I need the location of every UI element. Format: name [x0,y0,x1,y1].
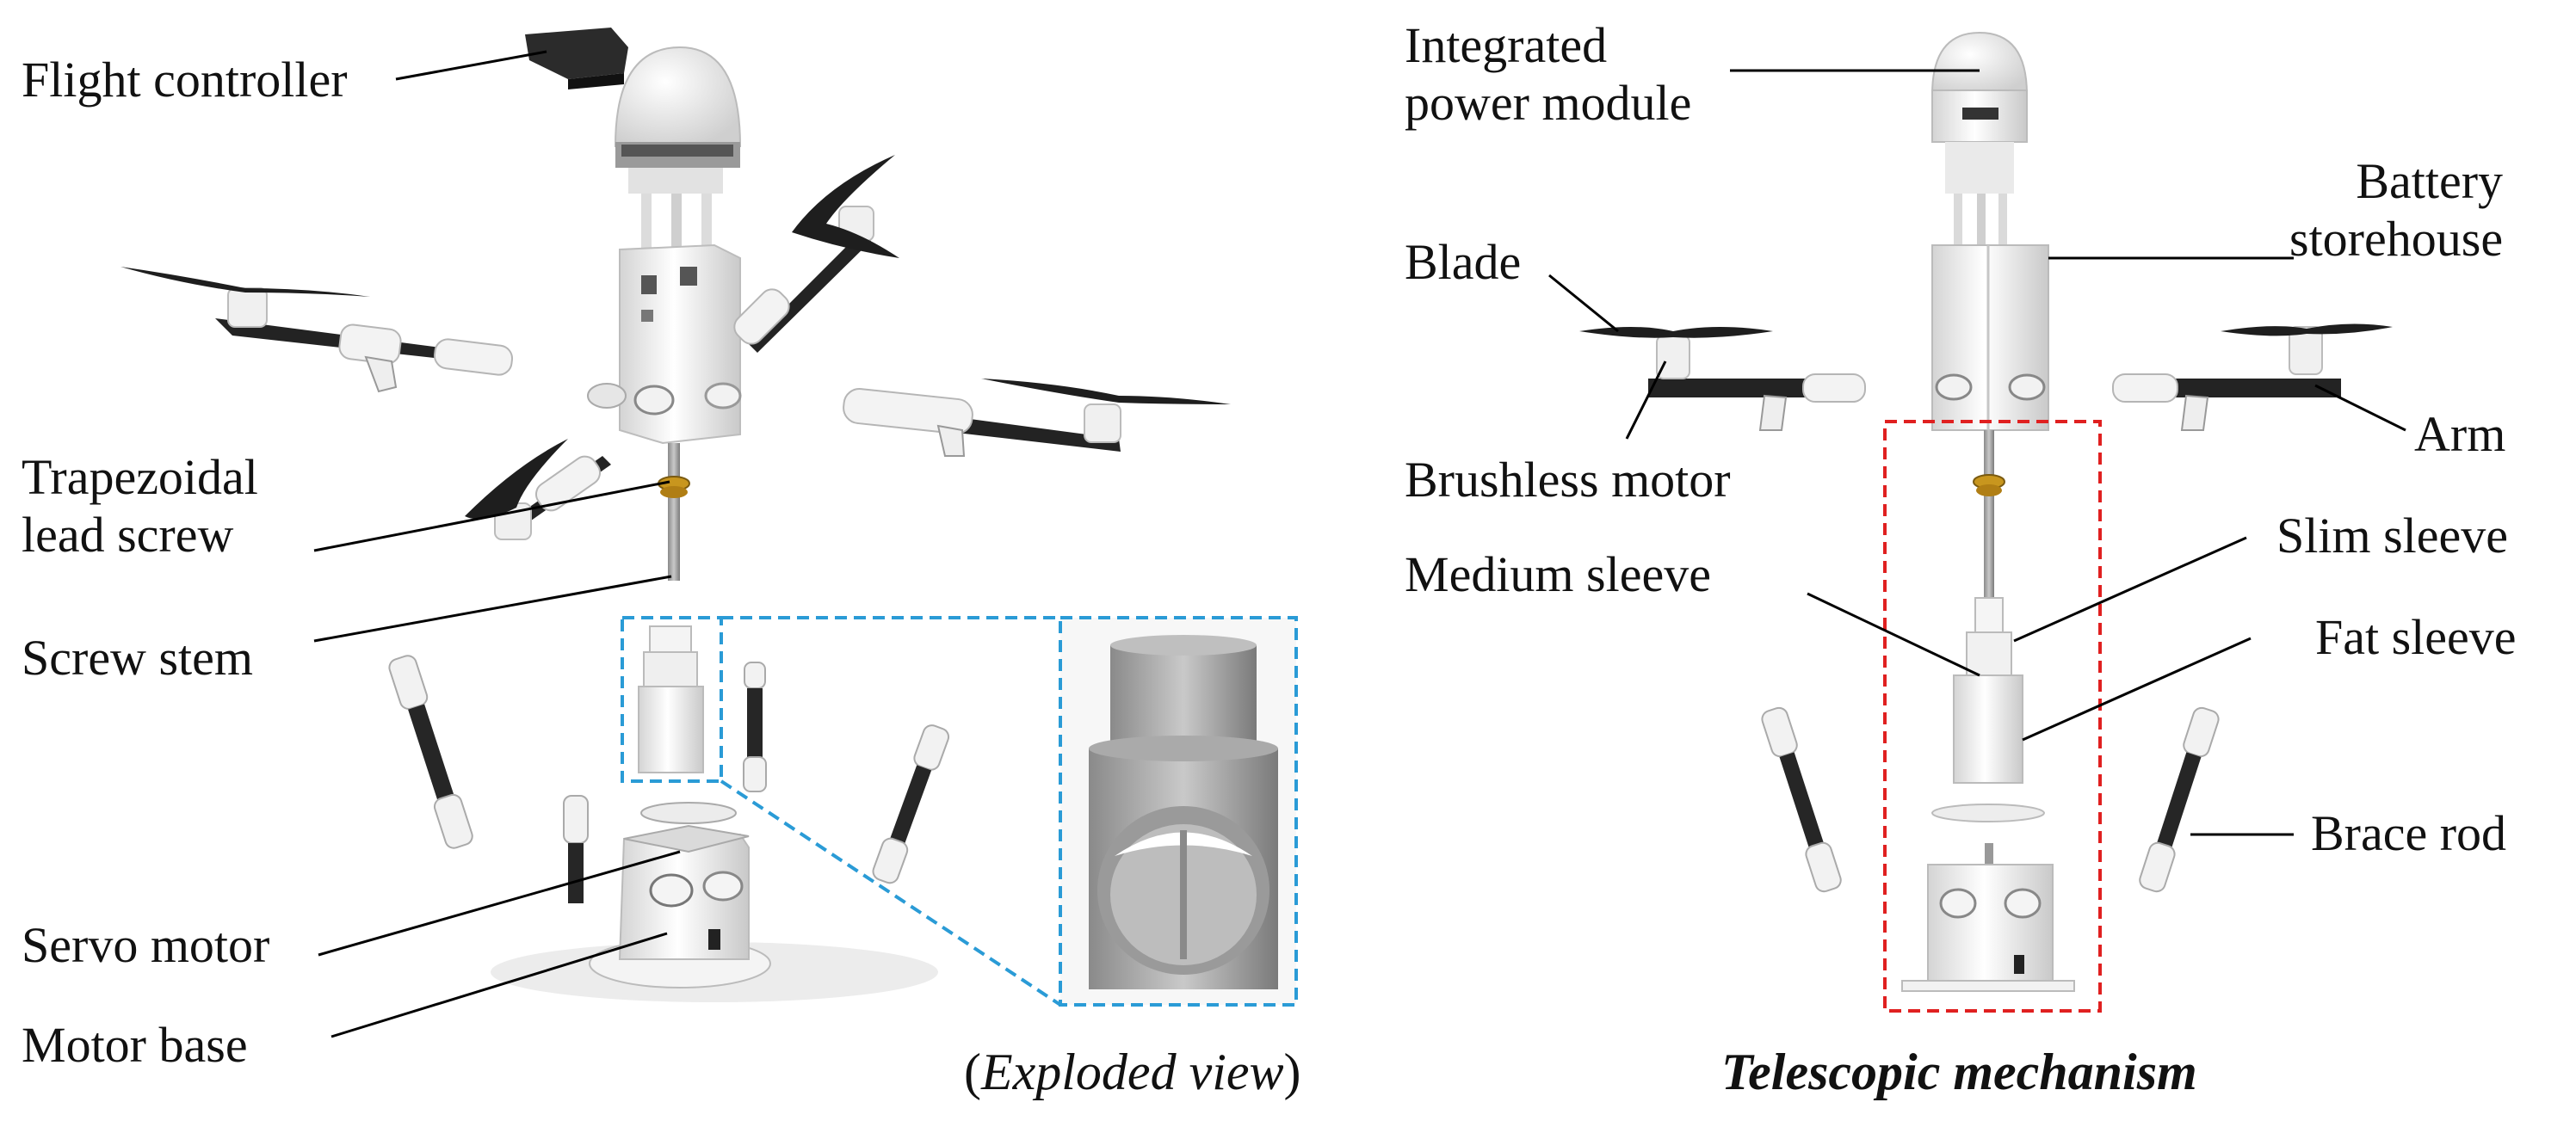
battery-box [619,243,741,445]
motor-base-assembly [589,802,771,988]
label-battery-storehouse: Battery storehouse [2289,153,2503,268]
label-arm: Arm [2414,406,2506,462]
arm-right-front [2112,323,2393,431]
label-motor-base: Motor base [22,1017,248,1073]
label-integrated-power-module: Integrated power module [1405,17,1691,132]
label-blade: Blade [1405,234,1522,290]
sleeve-stack [638,625,704,773]
brace-rod-base-left [563,795,589,903]
label-battery-line1: Battery [2356,153,2504,209]
label-trapezoidal-line2: lead screw [22,506,234,563]
arm-left-front [1579,327,1866,431]
arm-right-lower [843,379,1231,457]
arm-left-lower [465,439,611,540]
label-brushless-motor: Brushless motor [1405,452,1731,508]
telescopic-view [1548,31,2406,1013]
label-fat-sleeve: Fat sleeve [2315,609,2517,665]
caption-telescopic-mechanism: Telescopic mechanism [1721,1044,2197,1100]
brace-rod-front-right [2139,706,2220,893]
arm-left-upper [120,267,514,393]
power-module-dome [614,46,742,194]
exploded-view [120,28,1298,1038]
caption-open-paren: ( [964,1044,981,1100]
label-trapezoidal-line1: Trapezoidal [22,449,258,505]
zoomed-sleeve [1089,635,1278,989]
label-brace-rod: Brace rod [2311,805,2507,861]
battery-box-front [1931,244,2049,431]
brace-rod-center-left [743,662,767,792]
sleeves-front [1931,597,2045,822]
brace-rod-left-a [388,655,473,849]
label-power-line1: Integrated [1405,17,1608,73]
label-screw-stem: Screw stem [22,630,253,686]
caption-close-paren: ) [1283,1044,1301,1100]
label-power-line2: power module [1405,74,1692,131]
mechanism-box [1883,420,2102,1013]
brace-rod-front-left [1761,706,1842,893]
label-medium-sleeve: Medium sleeve [1405,546,1711,602]
label-battery-line2: storehouse [2289,210,2504,267]
arm-right-upper [733,155,899,353]
label-flight-controller: Flight controller [22,52,348,108]
flight-controller-part [525,28,628,89]
label-slim-sleeve: Slim sleeve [2276,508,2509,564]
brace-rod-right [872,724,950,884]
caption-exploded-view: (Exploded view) [964,1043,1301,1102]
label-trapezoidal-lead-screw: Trapezoidal lead screw [22,449,258,564]
label-servo-motor: Servo motor [22,917,270,973]
caption-exploded-text: Exploded view [980,1044,1284,1100]
base-front [1901,843,2075,992]
